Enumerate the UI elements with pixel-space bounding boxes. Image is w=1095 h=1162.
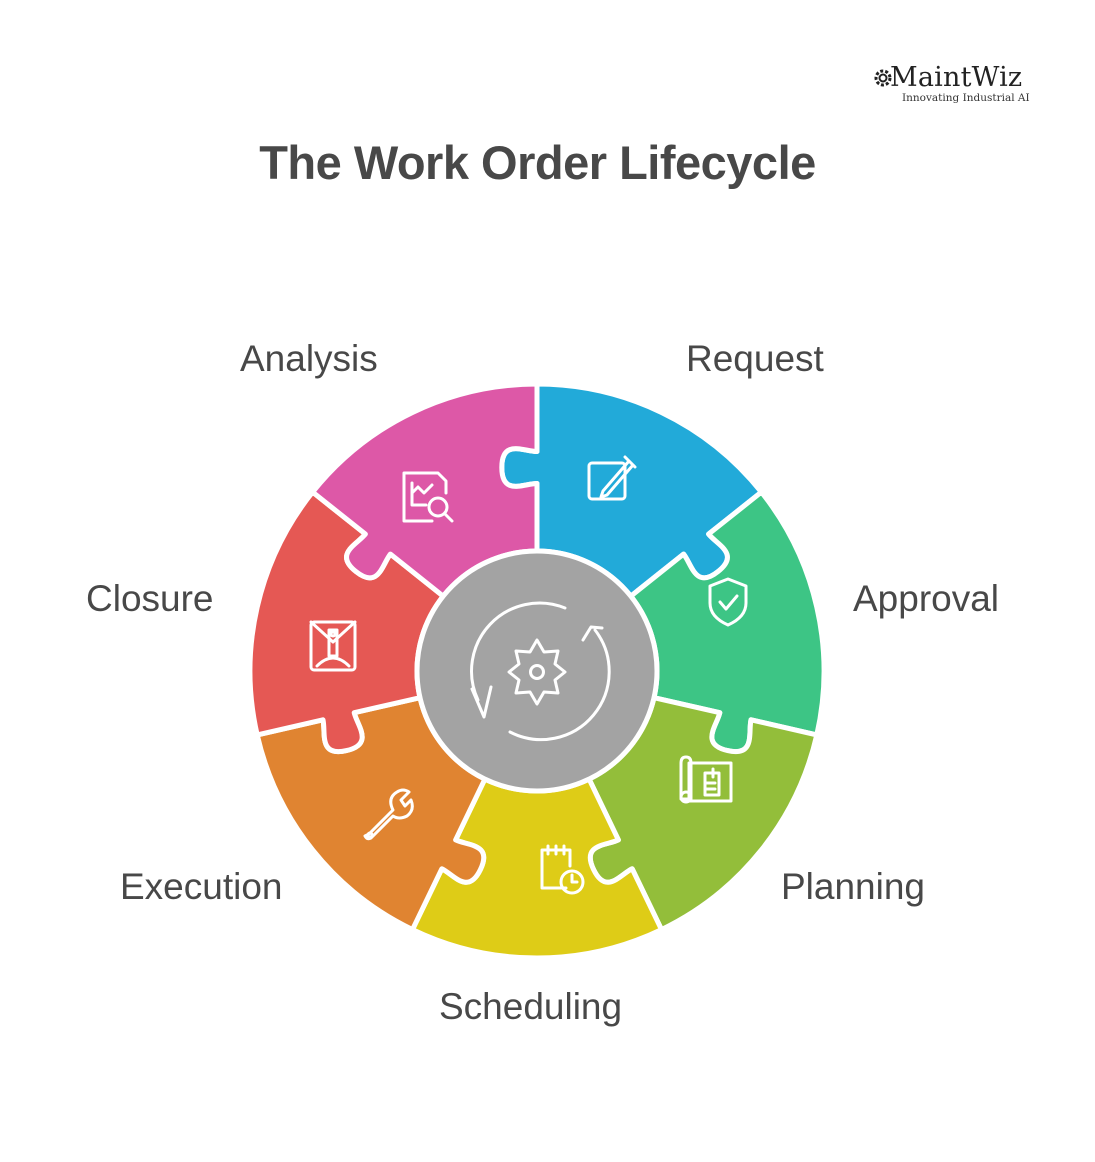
- stage-label-planning: Planning: [781, 866, 926, 907]
- wrench-icon: [363, 788, 414, 841]
- stage-label-analysis: Analysis: [240, 338, 378, 379]
- stage-label-approval: Approval: [853, 578, 1000, 619]
- stage-label-scheduling: Scheduling: [439, 986, 623, 1027]
- stage-label-request: Request: [686, 338, 824, 379]
- calendar-clock-icon: [540, 844, 585, 895]
- blueprint-icon: [679, 755, 733, 804]
- logo-name: MaintWiz: [890, 62, 1023, 93]
- stage-label-execution: Execution: [120, 866, 283, 907]
- shield-check-icon: [708, 577, 748, 627]
- brand-logo: MaintWiz Innovating Industrial AI: [872, 62, 1052, 110]
- edit-pen-icon: [587, 455, 637, 501]
- stage-label-closure: Closure: [86, 578, 214, 619]
- gear-cycle-icon: [470, 601, 611, 742]
- report-search-icon: [402, 471, 454, 523]
- envelope-closed-icon: [309, 620, 357, 672]
- logo-tagline: Innovating Industrial AI: [902, 92, 1030, 104]
- page-title: The Work Order Lifecycle: [259, 136, 816, 189]
- gear-logo-icon: [874, 69, 892, 87]
- center-hub: [414, 548, 660, 794]
